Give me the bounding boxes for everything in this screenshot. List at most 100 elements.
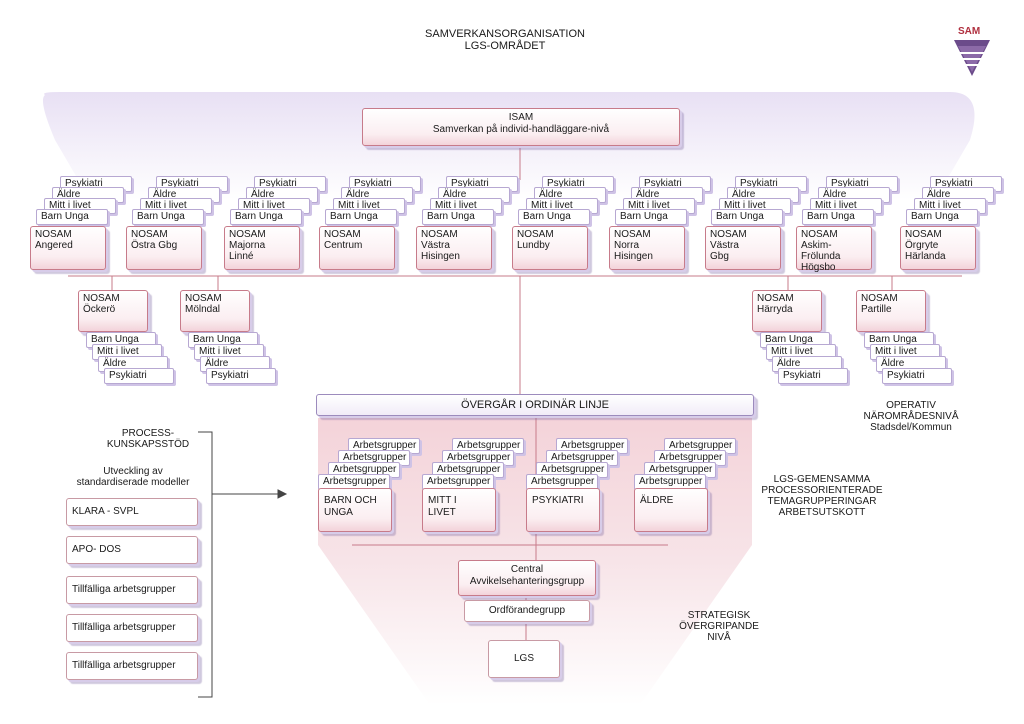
process-subtitle-line2: standardiserade modeller: [76, 477, 190, 488]
sam-logo-icon: [954, 40, 990, 76]
sub-card: Psykiatri: [206, 368, 276, 384]
lgs-gem-line4: ARBETSUTSKOTT: [778, 507, 866, 518]
text-line: NOSAM: [710, 229, 747, 240]
text-line: NOSAM: [861, 293, 898, 304]
text-line: Lundby: [517, 240, 550, 251]
text-line: Majorna: [229, 240, 266, 251]
text-line: Linné: [229, 251, 254, 262]
operativ-line3: Stadsdel/Kommun: [870, 422, 952, 433]
sub-card: Barn Unga: [518, 209, 590, 225]
sub-card: Psykiatri: [778, 368, 848, 384]
text-line: NOSAM: [185, 293, 222, 304]
text-line: NOSAM: [35, 229, 72, 240]
sub-card: Barn Unga: [711, 209, 783, 225]
text-line: Angered: [35, 240, 73, 251]
text-line: UNGA: [324, 507, 353, 518]
isam-box: ISAM Samverkan på individ-handläggare-ni…: [362, 108, 680, 146]
text-line: NOSAM: [324, 229, 361, 240]
text-line: Askim-Frölunda: [801, 240, 841, 262]
text-line: Norra: [614, 240, 640, 251]
process-title-line2: KUNSKAPSSTÖD: [106, 439, 190, 450]
text-line: NOSAM: [801, 229, 838, 240]
text-line: NOSAM: [905, 229, 942, 240]
sub-card: Barn Unga: [325, 209, 397, 225]
title-line2: LGS-OMRÅDET: [464, 40, 546, 52]
process-item-klara: KLARA - SVPL: [66, 498, 198, 526]
text-line: NOSAM: [229, 229, 266, 240]
operativ-line1: OPERATIV: [886, 400, 936, 411]
page-title: SAMVERKANSORGANISATION LGS-OMRÅDET: [380, 28, 630, 52]
text-line: Härryda: [757, 304, 793, 315]
operativ-label: OPERATIV NÄROMRÅDESNIVÅ Stadsdel/Kommun: [846, 400, 976, 433]
text-line: NOSAM: [614, 229, 651, 240]
text-line: Östra Gbg: [131, 240, 178, 251]
tema-box: PSYKIATRI: [526, 488, 600, 532]
operativ-line2: NÄROMRÅDESNIVÅ: [863, 411, 959, 422]
text-line: Partille: [861, 304, 892, 315]
text-line: MITT I: [428, 495, 457, 506]
central-line1: Central: [510, 564, 544, 575]
text-line: Örgryte: [905, 240, 939, 251]
sam-logo-text: SAM: [958, 26, 981, 37]
lgs-gem-line3: TEMAGRUPPERINGAR: [767, 496, 877, 507]
sub-card: Psykiatri: [882, 368, 952, 384]
sub-card: Psykiatri: [104, 368, 174, 384]
text-line: BARN OCH: [324, 495, 377, 506]
text-line: Hisingen: [421, 251, 460, 262]
text-line: PSYKIATRI: [532, 495, 584, 506]
text-line: NOSAM: [517, 229, 554, 240]
text-line: Västra: [421, 240, 450, 251]
sub-card: Barn Unga: [422, 209, 494, 225]
central-avvikelse-box: Central Avvikelsehanteringsgrupp: [458, 560, 596, 596]
text-line: Gbg: [710, 251, 729, 262]
process-item-tillfalliga-2: Tillfälliga arbetsgrupper: [66, 614, 198, 642]
lgs-box: LGS: [488, 640, 560, 678]
process-item-apo-dos: APO- DOS: [66, 536, 198, 564]
ordinar-linje-bar: ÖVERGÅR I ORDINÄR LINJE: [316, 394, 754, 416]
lgs-gemensamma-label: LGS-GEMENSAMMA PROCESSORIENTERADE TEMAGR…: [752, 474, 892, 518]
strategisk-line3: NIVÅ: [707, 632, 731, 643]
text-line: ÄLDRE: [640, 495, 674, 506]
process-subtitle: Utveckling av standardiserade modeller: [62, 466, 204, 488]
text-line: Öckerö: [83, 304, 116, 315]
sub-card: Barn Unga: [906, 209, 978, 225]
lgs-gem-line2: PROCESSORIENTERADE: [761, 485, 883, 496]
text-line: NOSAM: [131, 229, 168, 240]
sub-card: Barn Unga: [132, 209, 204, 225]
title-line1: SAMVERKANSORGANISATION: [425, 28, 585, 40]
text-line: Centrum: [324, 240, 363, 251]
sub-card: Barn Unga: [36, 209, 108, 225]
isam-subtitle: Samverkan på individ-handläggare-nivå: [432, 124, 610, 135]
sub-card: Barn Unga: [230, 209, 302, 225]
text-line: Västra: [710, 240, 739, 251]
text-line: NOSAM: [757, 293, 794, 304]
process-subtitle-line1: Utveckling av: [103, 466, 163, 477]
text-line: Härlanda: [905, 251, 946, 262]
sub-card: Barn Unga: [802, 209, 874, 225]
text-line: Mölndal: [185, 304, 221, 315]
text-line: NOSAM: [83, 293, 120, 304]
process-title-line1: PROCESS-: [121, 428, 175, 439]
lgs-gem-line1: LGS-GEMENSAMMA: [773, 474, 871, 485]
text-line: Högsbo: [801, 262, 836, 273]
text-line: LIVET: [428, 507, 456, 518]
process-item-tillfalliga-1: Tillfälliga arbetsgrupper: [66, 576, 198, 604]
ordforande-box: Ordförandegrupp: [464, 600, 590, 622]
isam-title: ISAM: [508, 112, 534, 123]
process-bracket: [198, 431, 288, 698]
tema-box: ÄLDRE: [634, 488, 708, 532]
strategisk-line2: ÖVERGRIPANDE: [679, 621, 759, 632]
process-title: PROCESS- KUNSKAPSSTÖD: [98, 428, 198, 450]
